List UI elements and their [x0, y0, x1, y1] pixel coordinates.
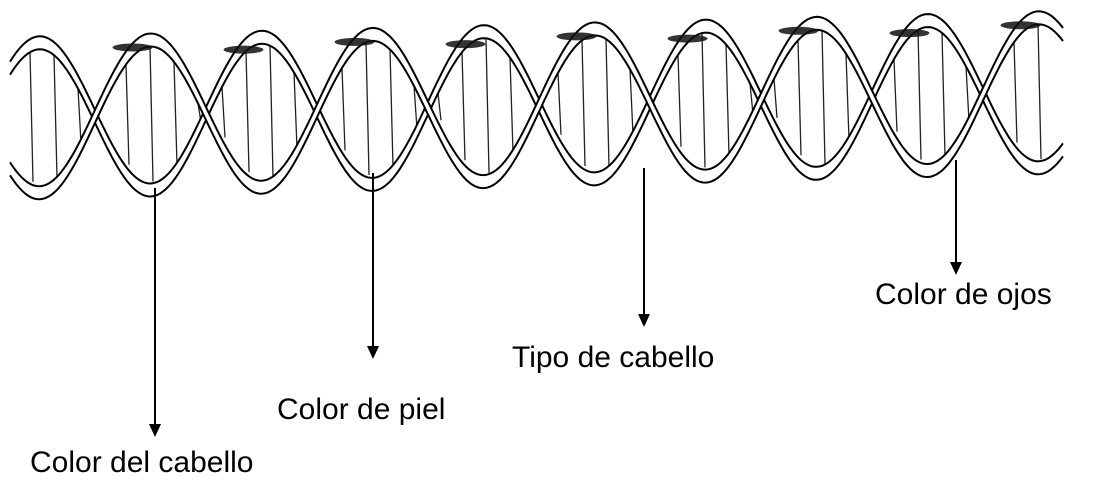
twist-shading	[335, 38, 375, 46]
base-pair-rung	[54, 55, 57, 178]
base-pair-rung	[798, 40, 801, 155]
base-pair-rung	[126, 64, 129, 164]
base-pair-rung	[966, 66, 969, 120]
base-pair-rung	[294, 72, 297, 148]
pointer-hair-color	[149, 188, 161, 437]
base-pair-rung	[558, 73, 561, 135]
base-pair-rung	[606, 39, 609, 166]
label-eye-color: Color de ojos	[875, 280, 1052, 310]
base-pair-rung	[822, 31, 825, 164]
base-pair-rung	[774, 79, 777, 118]
pointer-eye-color	[950, 160, 962, 275]
pointer-skin-color	[367, 173, 379, 359]
base-pair-rung	[366, 42, 369, 174]
twist-shading	[779, 27, 819, 35]
base-pair-rung	[438, 93, 441, 120]
base-pair-rung	[174, 62, 177, 165]
gene-pointers	[149, 160, 962, 437]
base-pair-rung	[726, 44, 729, 154]
label-hair-color: Color del cabello	[30, 448, 253, 478]
base-pair-rung	[30, 52, 33, 182]
twist-shading	[557, 32, 597, 40]
base-pair-rung	[462, 52, 465, 160]
base-pair-rung	[390, 50, 393, 167]
base-pair-rung	[486, 38, 489, 173]
base-pair-rung	[150, 47, 153, 182]
base-pair-rung	[846, 54, 849, 140]
twist-shading	[668, 35, 708, 43]
dna-strands	[10, 11, 1063, 199]
twist-shading	[446, 40, 486, 48]
base-pair-rung	[702, 33, 705, 167]
base-pair-rung	[894, 59, 897, 131]
base-pair-rung	[1014, 42, 1017, 142]
pointer-hair-type	[638, 168, 650, 327]
base-pair-rung	[1038, 24, 1041, 159]
twist-shading	[1001, 21, 1041, 29]
twist-shading	[890, 29, 930, 37]
base-pair-rung	[510, 58, 513, 153]
base-pair-rung	[630, 69, 633, 134]
label-skin-color: Color de piel	[277, 395, 445, 425]
twist-shading	[224, 46, 264, 54]
base-pair-rung	[678, 55, 681, 147]
twist-shading	[113, 43, 153, 51]
base-pair-rung	[270, 46, 273, 177]
base-pair-rung	[78, 89, 81, 143]
base-pair-rung	[342, 68, 345, 150]
base-pair-rung	[246, 51, 249, 172]
base-pair-rung	[942, 33, 945, 156]
label-hair-type: Tipo de cabello	[512, 343, 714, 373]
base-pair-rung	[222, 87, 225, 138]
base-pair-rung	[582, 40, 585, 166]
base-pair-rung	[918, 30, 921, 160]
